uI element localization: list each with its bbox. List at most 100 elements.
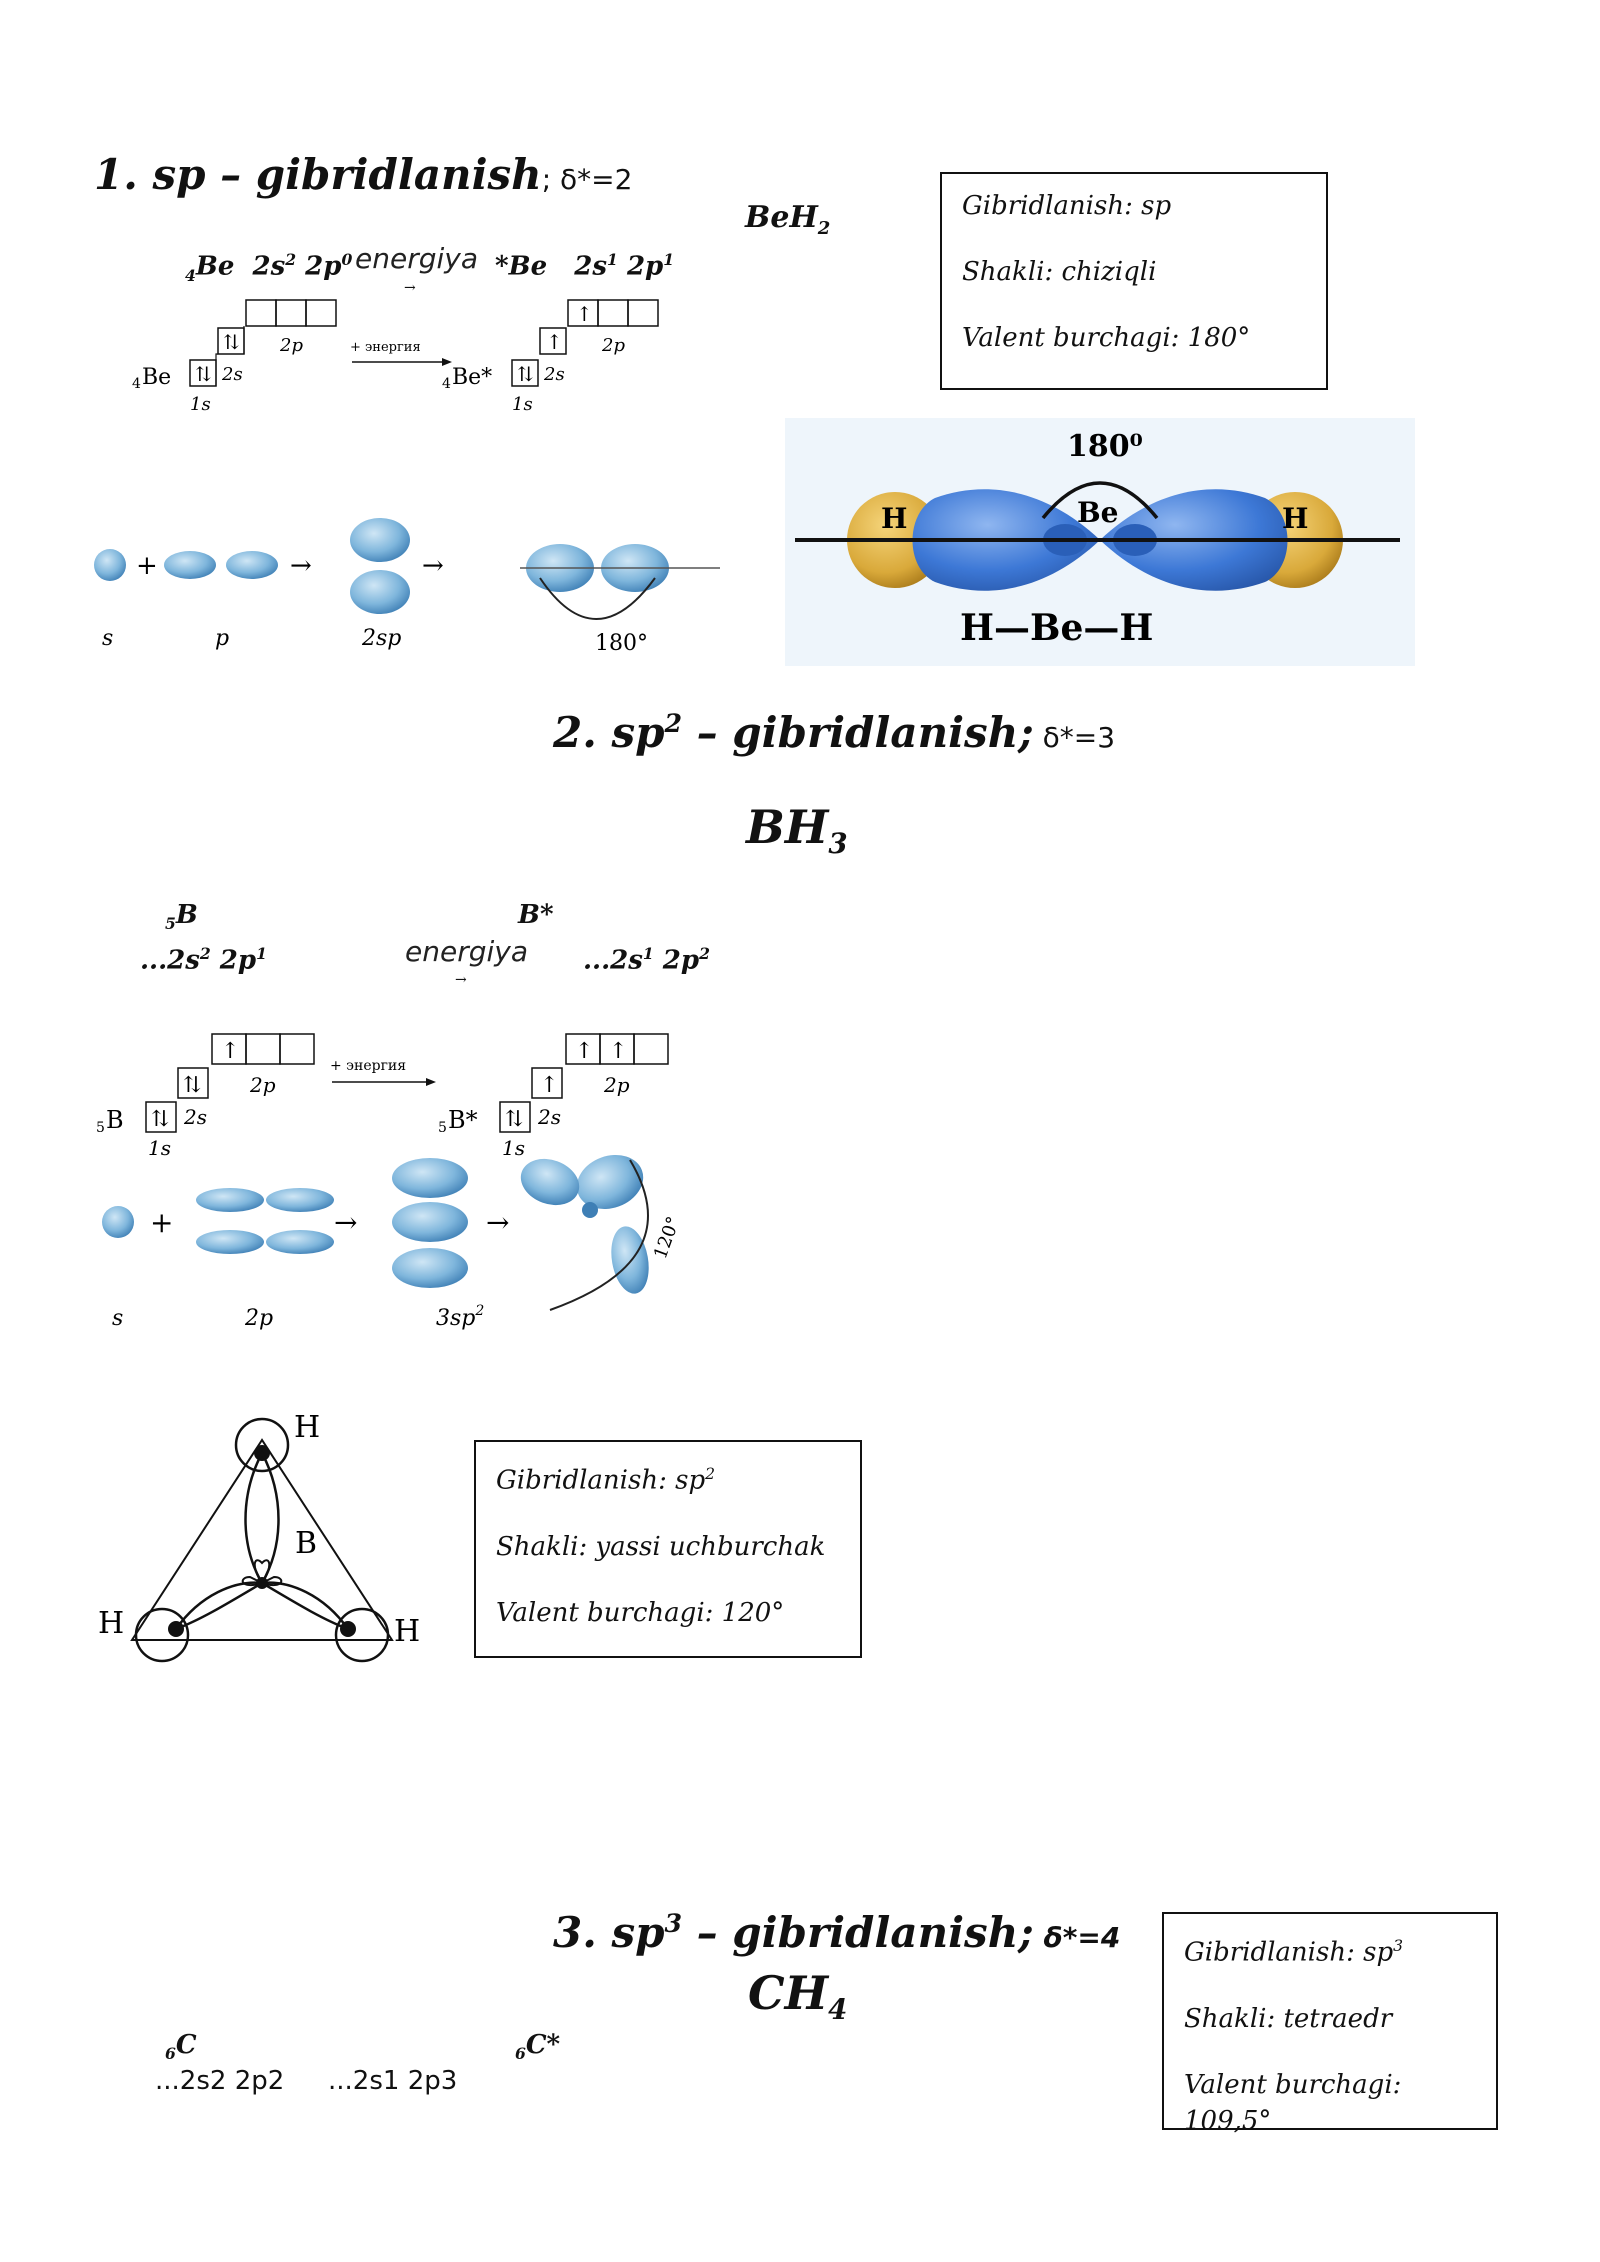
be-2p-box-3 [305, 299, 337, 327]
b-energy-arrow-head [426, 1078, 436, 1086]
be-ex-2p-label: 2p [601, 335, 625, 356]
b-1s-box [145, 1101, 177, 1133]
sp2-info-hyb-sup: 2 [705, 1465, 716, 1483]
b-ground-label: 5B [165, 900, 198, 933]
sp-orbital-hybridization: + → → 180° s p 2sp [94, 518, 720, 656]
be-ground-config: 4Be 2s2 2p0 [185, 250, 352, 285]
b-excited-sub: 5 [438, 1120, 447, 1136]
be-atom-label: Be [142, 365, 171, 390]
model-angle-label: 180⁰ [1067, 429, 1143, 464]
b-excited-label-text: B* [518, 900, 554, 930]
be-ground-cfg-a-sup: 2 [285, 250, 297, 269]
sp3-info-hyb: Gibridlanish: sp3 [1184, 1928, 1476, 1971]
sp2-center [582, 1202, 598, 1218]
b-ex-2s-box [531, 1067, 563, 1099]
sp-orbital-2 [350, 570, 410, 614]
beh2-model: 180⁰ Be H H H—Be—H [785, 418, 1415, 666]
b-ex-2p-box-3 [633, 1033, 669, 1065]
b-ex-2p-arrow-1: ↑ [575, 1039, 593, 1064]
be-ex-2p-box-3 [627, 299, 659, 327]
angle-180-label: 180° [595, 631, 648, 656]
arrow-3: → [334, 1206, 357, 1239]
b-1s-label: 1s [148, 1136, 171, 1160]
sp-info-hyb: Gibridlanish: sp [962, 191, 1172, 221]
b-2p-label: 2p [249, 1073, 276, 1097]
ch4-formula-text: CH [748, 1966, 829, 2020]
p2-orbital-2b [266, 1230, 334, 1254]
angle-arc [539, 577, 656, 620]
beh2-formula: BeH2 [745, 200, 830, 239]
h-top-circle [234, 1417, 290, 1473]
bh3-h-right-label: H [394, 1614, 420, 1649]
be-1s-label: 1s [190, 394, 211, 415]
h-left-circle [134, 1607, 190, 1663]
arrow-4: → [486, 1206, 509, 1239]
be-excited-cfg-b-sup: 1 [663, 250, 675, 269]
bh3-triangle [130, 1438, 394, 1641]
be-1s-arrows: ⇅ [195, 362, 212, 386]
sp-heading-text: 1. sp – gibridlanish [94, 150, 542, 199]
sp2-energy-text: energiya [405, 935, 528, 968]
be-2p-box-2 [275, 299, 307, 327]
b-excited-cfg-b-sup: 2 [699, 944, 710, 963]
beh2-structural-formula: H—Be—H [960, 607, 1153, 649]
be-energy-text: + энергия [350, 340, 421, 355]
b-excited-cfg: ...2s [583, 945, 643, 976]
sp2-energy-arrow-text: → [455, 972, 467, 988]
sp-energy-arrow-text: → [404, 280, 416, 296]
sp-energy-arrow: → [404, 280, 416, 296]
p2-orbital-1b [266, 1188, 334, 1212]
sp3-info-angle: Valent burchagi: 109,5° [1184, 2069, 1402, 2136]
lbl-s-2: s [112, 1306, 123, 1331]
sp3-delta: δ*=4 [1033, 1921, 1121, 1954]
lbl-p: p [215, 626, 229, 651]
b-2p-box-2 [245, 1033, 281, 1065]
sp2-angle-arc [549, 1159, 649, 1311]
be-ex-1s-arrows: ⇅ [517, 362, 534, 386]
ch4-formula-sub: 4 [828, 1993, 848, 2027]
model-h-right-label: H [1282, 502, 1308, 535]
sp-energy-text: energiya [355, 242, 478, 275]
b-ex-1s-arrows: ⇅ [505, 1107, 523, 1132]
p2-orbital-2a [196, 1230, 264, 1254]
be-excited-sub: 4 [442, 376, 451, 392]
sp2-orbital-hybridization: + → → 120° s 2p 3sp2 [102, 1154, 685, 1331]
b-excited-atom-label: B* [448, 1106, 478, 1134]
b-lobe-right [258, 1581, 352, 1632]
sp2-heading-rest: – gibridlanish; [682, 708, 1034, 757]
b-excited-cfg-b: 2p [653, 945, 700, 976]
b-lobe-left [172, 1581, 266, 1632]
be-energy-arrow-head [442, 358, 452, 366]
b-ex-2s-arrow: ↑ [540, 1073, 558, 1098]
sp2-angle-label: 120° [650, 1214, 685, 1262]
bh3-formula-sub: 3 [828, 827, 848, 861]
b-atom-label: B [106, 1106, 124, 1134]
s-orbital [94, 549, 126, 581]
sp3-heading-text: 3. sp [553, 1908, 665, 1957]
be-atom-sub: 4 [132, 376, 141, 392]
b-ground-cfg-b-sup: 1 [256, 944, 267, 963]
b-2s-box [177, 1067, 209, 1099]
b-1s-arrows: ⇅ [151, 1107, 169, 1132]
sp-energy-label: energiya [355, 242, 478, 275]
sp-info-box: Gibridlanish: sp Shakli: chiziqli Valent… [940, 172, 1328, 390]
sp2-delta: δ*=3 [1033, 721, 1116, 754]
c-ground-pre: 6 [165, 2044, 176, 2064]
c-excited-label: 6C* [515, 2030, 560, 2063]
be-excited-cfg-a: 2s [574, 251, 608, 282]
be-ex-2s-label: 2s [543, 364, 565, 385]
sp2-energy-arrow: → [455, 972, 467, 988]
c-ground-label: 6C [165, 2030, 197, 2063]
b-ex-2s-label: 2s [537, 1105, 561, 1129]
sp-heading: 1. sp – gibridlanish; δ*=2 [94, 150, 632, 199]
sp3-heading-rest: – gibridlanish; [682, 1908, 1034, 1957]
be-ex-2s-arrow: ↑ [546, 330, 563, 354]
sp2-info-angle: Valent burchagi: 120° [496, 1597, 785, 1628]
b-ground-cfg-sup: 2 [199, 944, 211, 963]
sp2-orbital-1 [392, 1158, 468, 1198]
b-ground-label-text: B [175, 900, 198, 930]
p-orbital-left-lobe [164, 551, 216, 579]
lbl-2sp: 2sp [361, 626, 401, 651]
be-2s-arrows: ⇅ [223, 330, 240, 354]
b-ex-2p-label: 2p [603, 1073, 630, 1097]
